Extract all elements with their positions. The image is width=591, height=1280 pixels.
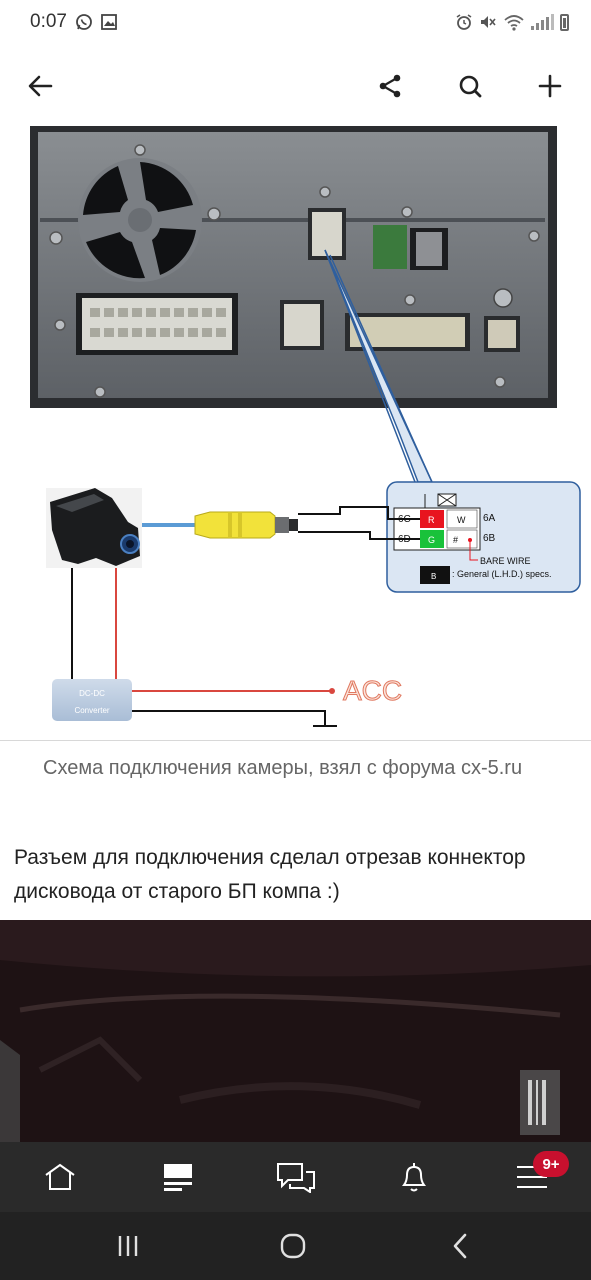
share-button[interactable] xyxy=(368,64,412,108)
dark-photo-svg xyxy=(0,920,591,1142)
status-time: 0:07 xyxy=(30,11,67,32)
wifi-icon xyxy=(504,15,524,31)
messages-icon xyxy=(277,1163,315,1193)
home-circle-icon xyxy=(280,1233,306,1259)
pin-label-6a: 6A xyxy=(483,513,496,524)
status-right xyxy=(455,13,569,31)
signal-icon xyxy=(531,14,554,30)
converter-label-1: DC-DC xyxy=(79,689,105,698)
bare-wire-label: BARE WIRE xyxy=(480,556,531,566)
cell-g: G xyxy=(428,535,435,545)
home-icon xyxy=(45,1163,75,1190)
back-button[interactable] xyxy=(18,64,62,108)
recents-icon xyxy=(118,1236,138,1256)
notification-badge: 9+ xyxy=(533,1151,569,1177)
share-icon xyxy=(379,74,401,98)
search-icon xyxy=(459,75,482,98)
plus-icon xyxy=(538,74,562,98)
converter-label-2: Converter xyxy=(74,706,109,715)
dc-dc-converter: DC-DC Converter xyxy=(52,679,132,721)
cell-r: R xyxy=(428,515,435,525)
post-text: Разъем для подключения сделал отрезав ко… xyxy=(14,846,526,903)
rear-camera xyxy=(46,488,142,568)
dark-photo-image[interactable] xyxy=(0,920,591,1142)
cell-hash: # xyxy=(453,535,458,545)
home-system-button[interactable] xyxy=(268,1224,318,1268)
app-bar xyxy=(0,54,591,118)
mute-icon xyxy=(481,16,496,28)
nav-home[interactable] xyxy=(32,1152,88,1202)
back-system-button[interactable] xyxy=(435,1224,485,1268)
rca-plug xyxy=(194,511,298,539)
recents-button[interactable] xyxy=(103,1224,153,1268)
acc-label: ACC xyxy=(343,675,402,706)
back-arrow-icon xyxy=(28,75,53,97)
image-icon xyxy=(101,14,117,30)
divider xyxy=(0,740,591,741)
notifications-icon xyxy=(402,1163,426,1192)
whatsapp-icon xyxy=(76,14,92,30)
general-spec-label: : General (L.H.D.) specs. xyxy=(452,569,552,579)
image-caption: Схема подключения камеры, взял с форума … xyxy=(43,757,523,779)
wiring-diagram-image: 6C 6D R G W # 6A 6B BARE WIRE B : Genera… xyxy=(0,120,591,740)
head-unit-back-panel xyxy=(30,126,557,408)
system-nav xyxy=(0,1212,591,1280)
nav-notifications[interactable] xyxy=(386,1152,442,1202)
battery-icon xyxy=(560,13,569,31)
alarm-icon xyxy=(456,14,472,30)
cell-w: W xyxy=(457,515,466,525)
bottom-nav xyxy=(0,1142,591,1212)
pin-g xyxy=(420,530,444,548)
search-button[interactable] xyxy=(448,64,492,108)
cell-b: B xyxy=(431,572,436,581)
connector-pinout: 6C 6D R G W # 6A 6B BARE WIRE B : Genera… xyxy=(393,493,552,584)
nav-messages[interactable] xyxy=(268,1152,324,1202)
status-bar: 0:07 xyxy=(0,0,591,44)
status-left: 0:07 xyxy=(30,11,117,33)
pin-r xyxy=(420,510,444,528)
back-chevron-icon xyxy=(453,1233,467,1259)
diagram-svg: 6C 6D R G W # 6A 6B BARE WIRE B : Genera… xyxy=(30,126,581,727)
feed-icon xyxy=(164,1164,192,1191)
add-button[interactable] xyxy=(528,64,572,108)
pin-label-6b: 6B xyxy=(483,533,496,544)
nav-feed[interactable] xyxy=(150,1152,206,1202)
